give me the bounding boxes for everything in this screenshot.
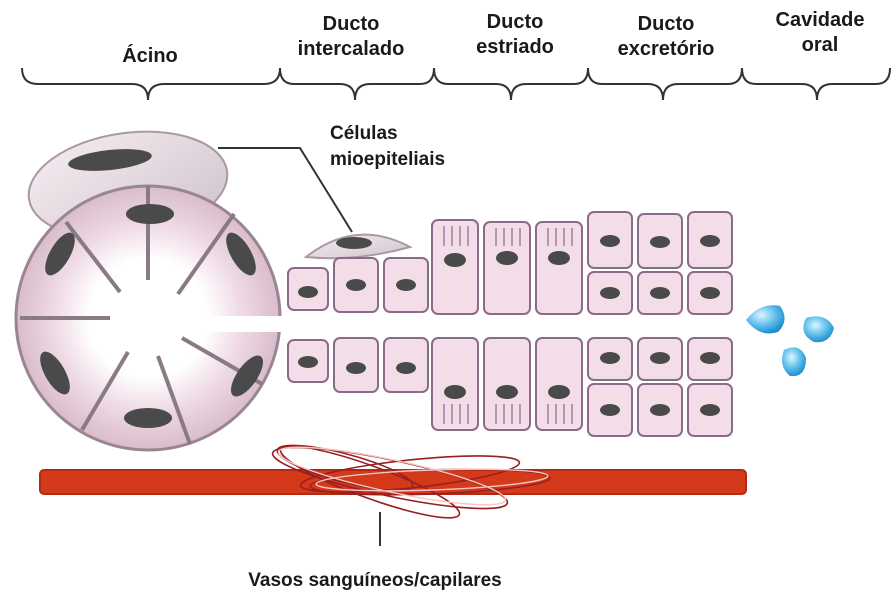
saliva-droplets xyxy=(746,305,834,376)
callout-line-myoepithelial xyxy=(218,148,352,232)
saliva-drop-2 xyxy=(803,316,834,342)
acinus-lumen xyxy=(110,280,186,356)
saliva-drop-3 xyxy=(782,347,806,376)
saliva-drop-1 xyxy=(746,305,785,333)
bracket-cavidade xyxy=(742,68,890,100)
bracket-estriado xyxy=(434,68,588,100)
section-brackets xyxy=(22,68,890,100)
bracket-acino xyxy=(22,68,280,100)
myoepithelial-cell-nucleus xyxy=(336,237,372,249)
bracket-intercalado xyxy=(280,68,434,100)
bracket-excretorio xyxy=(588,68,742,100)
duct-lumen xyxy=(180,316,740,332)
